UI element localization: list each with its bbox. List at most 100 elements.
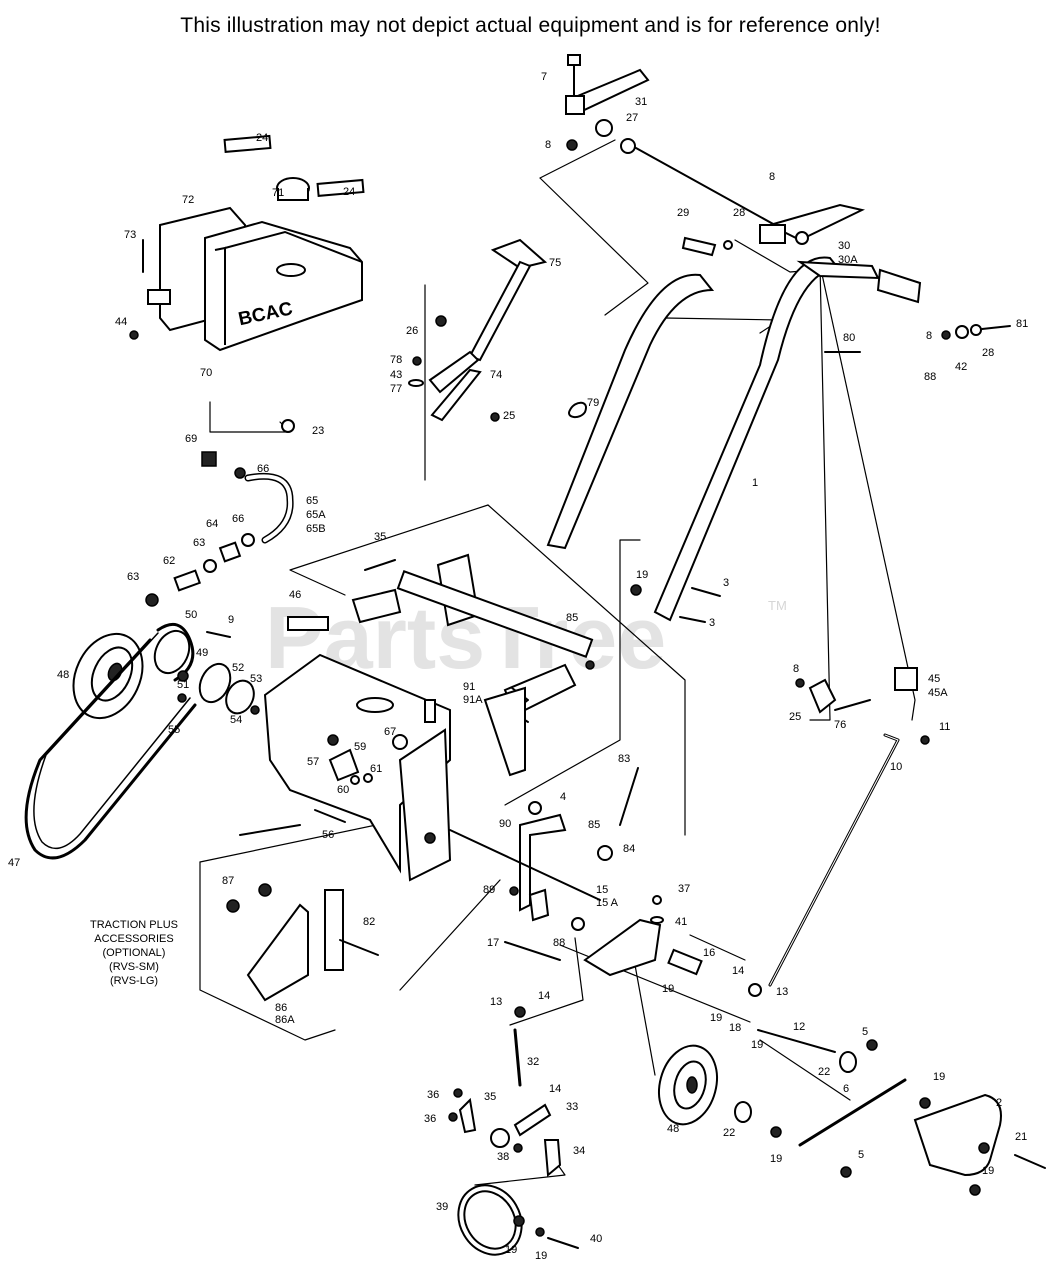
callout: 54 bbox=[230, 714, 242, 726]
fuel-tank: BCAC bbox=[129, 134, 365, 433]
callout: 48 bbox=[667, 1123, 679, 1135]
main-frame bbox=[287, 553, 595, 777]
callout: 80 bbox=[843, 332, 855, 344]
accessory-note-line-5: (RVS-LG) bbox=[110, 975, 158, 987]
callout: 91A bbox=[463, 694, 483, 706]
callout: 65A bbox=[306, 509, 326, 521]
callout: 66 bbox=[232, 513, 244, 525]
callout: 32 bbox=[527, 1056, 539, 1068]
watermark-tm: TM bbox=[768, 598, 787, 613]
callout: 46 bbox=[289, 589, 301, 601]
callout: 7 bbox=[541, 71, 547, 83]
callout-labels: 7 31 27 8 8 29 28 30 30A 24 24 72 71 73 … bbox=[8, 71, 1028, 1262]
callout: 45 bbox=[928, 673, 940, 685]
callout: 55 bbox=[168, 724, 180, 736]
callout: 38 bbox=[497, 1151, 509, 1163]
callout: 6 bbox=[843, 1083, 849, 1095]
callout: 51 bbox=[177, 679, 189, 691]
callout: 81 bbox=[1016, 318, 1028, 330]
callout: 1 bbox=[752, 477, 758, 489]
handle bbox=[546, 256, 1011, 623]
callout: 19 bbox=[710, 1012, 722, 1024]
callout: 72 bbox=[182, 194, 194, 206]
callout: 86A bbox=[275, 1014, 295, 1026]
callout: 33 bbox=[566, 1101, 578, 1113]
callout: 42 bbox=[955, 361, 967, 373]
callout: 26 bbox=[406, 325, 418, 337]
callout: 30A bbox=[838, 254, 858, 266]
callout: 5 bbox=[858, 1149, 864, 1161]
callout: 25 bbox=[503, 410, 515, 422]
traction-accessories bbox=[226, 883, 379, 1002]
callout: 90 bbox=[499, 818, 511, 830]
callout: 84 bbox=[623, 843, 635, 855]
callout: 28 bbox=[982, 347, 994, 359]
drive-pulley bbox=[658, 1029, 1046, 1196]
callout: 17 bbox=[487, 937, 499, 949]
callout: 75 bbox=[549, 257, 561, 269]
callout: 88 bbox=[924, 371, 936, 383]
callout: 15 bbox=[596, 884, 608, 896]
callout: 39 bbox=[436, 1201, 448, 1213]
choke-bracket bbox=[408, 238, 587, 422]
engine-pulley bbox=[24, 622, 260, 860]
callout: 22 bbox=[723, 1127, 735, 1139]
callout: 82 bbox=[363, 916, 375, 928]
callout: 31 bbox=[635, 96, 647, 108]
callout: 48 bbox=[57, 669, 69, 681]
callout: 18 bbox=[729, 1022, 741, 1034]
callout: 10 bbox=[890, 761, 902, 773]
callout: 52 bbox=[232, 662, 244, 674]
callout: 35 bbox=[374, 531, 386, 543]
brake-assembly bbox=[448, 1028, 579, 1256]
callout: 40 bbox=[590, 1233, 602, 1245]
callout: 65B bbox=[306, 523, 326, 535]
idler-bracket bbox=[449, 767, 639, 931]
callout: 13 bbox=[490, 996, 502, 1008]
callout: 73 bbox=[124, 229, 136, 241]
callout: 50 bbox=[185, 609, 197, 621]
callout: 65 bbox=[306, 495, 318, 507]
callout: 3 bbox=[723, 577, 729, 589]
accessory-note-line-1: TRACTION PLUS bbox=[90, 919, 178, 931]
callout: 2 bbox=[996, 1097, 1002, 1109]
callout: 36 bbox=[424, 1113, 436, 1125]
callout: 47 bbox=[8, 857, 20, 869]
callout: 5 bbox=[862, 1026, 868, 1038]
callout: 60 bbox=[337, 784, 349, 796]
callout: 19 bbox=[662, 983, 674, 995]
callout: 83 bbox=[618, 753, 630, 765]
callout: 79 bbox=[587, 397, 599, 409]
accessory-note-line-2: ACCESSORIES bbox=[94, 933, 173, 945]
callout: 37 bbox=[678, 883, 690, 895]
callout: 43 bbox=[390, 369, 402, 381]
callout: 19 bbox=[636, 569, 648, 581]
callout: 29 bbox=[677, 207, 689, 219]
callout: 77 bbox=[390, 383, 402, 395]
callout: 64 bbox=[206, 518, 218, 530]
callout: 36 bbox=[427, 1089, 439, 1101]
callout: 19 bbox=[535, 1250, 547, 1262]
callout: 56 bbox=[322, 829, 334, 841]
callout: 19 bbox=[751, 1039, 763, 1051]
callout: 28 bbox=[733, 207, 745, 219]
callout: 30 bbox=[838, 240, 850, 252]
callout: 78 bbox=[390, 354, 402, 366]
callout: 24 bbox=[256, 132, 268, 144]
callout: 3 bbox=[709, 617, 715, 629]
callout: 16 bbox=[703, 947, 715, 959]
callout: 19 bbox=[933, 1071, 945, 1083]
callout: 74 bbox=[490, 369, 502, 381]
callout: 71 bbox=[272, 187, 284, 199]
callout: 24 bbox=[343, 186, 355, 198]
callout: 35 bbox=[484, 1091, 496, 1103]
fuel-line bbox=[145, 451, 294, 607]
callout: 41 bbox=[675, 916, 687, 928]
callout: 19 bbox=[770, 1153, 782, 1165]
callout: 12 bbox=[793, 1021, 805, 1033]
callout: 63 bbox=[127, 571, 139, 583]
callout: 85 bbox=[588, 819, 600, 831]
callout: 25 bbox=[789, 711, 801, 723]
control-rod bbox=[768, 667, 930, 987]
